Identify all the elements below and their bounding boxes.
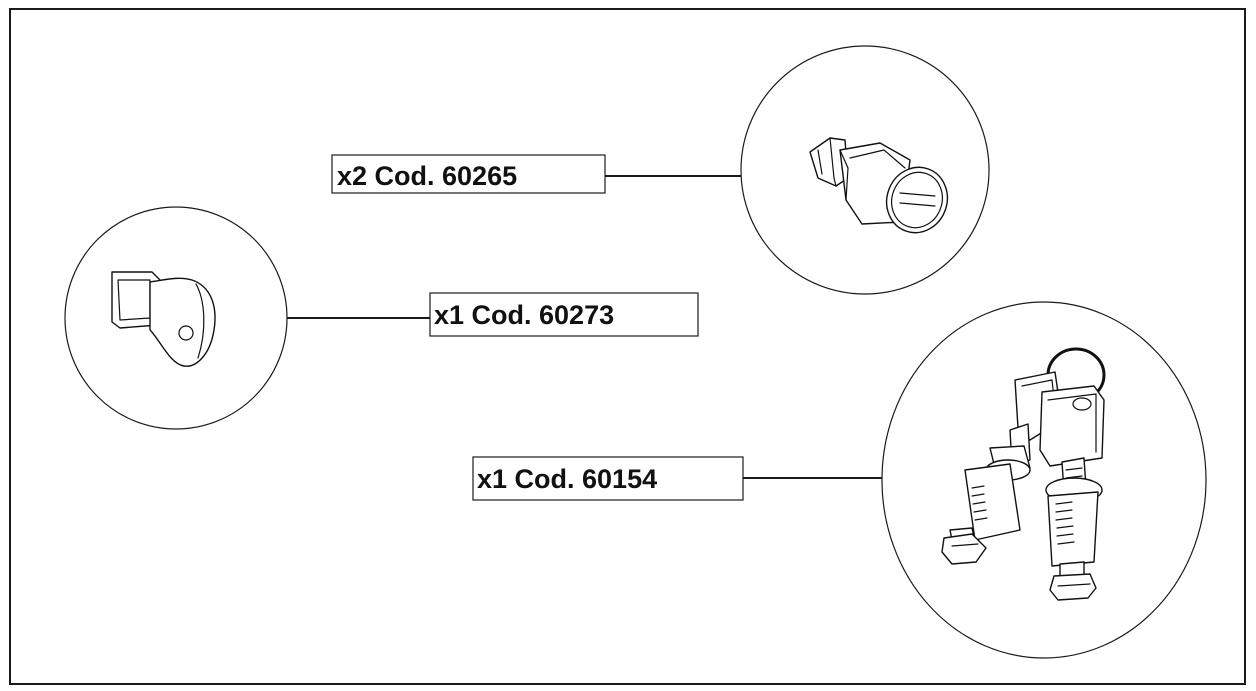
part-pin: x2 Cod. 60265 — [331, 45, 990, 295]
label-box-pin — [331, 154, 606, 194]
pin-icon — [809, 137, 949, 234]
label-key-cap: x1 Cod. 60273 — [434, 300, 614, 330]
diagram-frame — [9, 8, 1246, 685]
part-lock-set: x1 Cod. 60154 — [472, 301, 1207, 659]
key-cap-icon — [111, 271, 216, 367]
label-box-lock-set — [472, 456, 744, 501]
lock-cylinder-keys-icon — [941, 347, 1106, 601]
label-lock-set: x1 Cod. 60154 — [477, 464, 657, 494]
label-pin: x2 Cod. 60265 — [337, 161, 517, 191]
part-key-cap: x1 Cod. 60273 — [64, 206, 699, 430]
detail-circle-lock-set — [881, 301, 1207, 659]
label-box-key-cap — [429, 292, 699, 337]
